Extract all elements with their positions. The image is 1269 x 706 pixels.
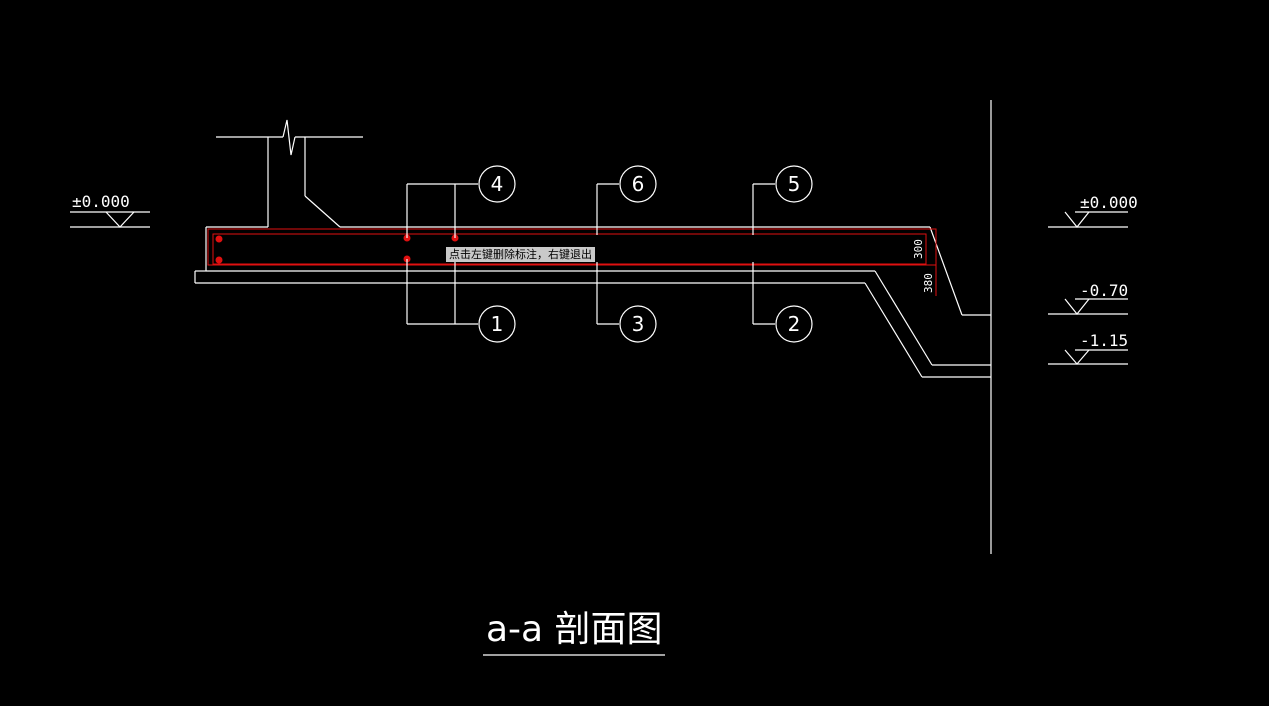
dimension-300: 300 xyxy=(912,239,925,259)
selected-dimension-highlight[interactable] xyxy=(207,228,937,296)
svg-text:5: 5 xyxy=(788,172,801,196)
callout-bubble-4[interactable]: 4 xyxy=(478,165,516,203)
elevation-marker-right-mid: -0.70 xyxy=(1048,281,1128,315)
svg-text:2: 2 xyxy=(788,312,801,336)
callout-bubble-3[interactable]: 3 xyxy=(619,305,657,343)
elevation-marker-right-low: -1.15 xyxy=(1048,331,1128,365)
rebar-dot[interactable] xyxy=(215,235,223,243)
svg-text:3: 3 xyxy=(632,312,645,336)
callout-bubble-2[interactable]: 2 xyxy=(775,305,813,343)
slab-outline xyxy=(194,226,991,378)
svg-text:-0.70: -0.70 xyxy=(1080,281,1128,300)
command-tooltip: 点击左键删除标注，右键退出 xyxy=(446,247,595,262)
callout-bubble-6[interactable]: 6 xyxy=(619,165,657,203)
callout-leaders xyxy=(406,183,775,325)
drawing-title: a-a 剖面图 xyxy=(486,609,663,650)
svg-text:-1.15: -1.15 xyxy=(1080,331,1128,350)
svg-text:±0.000: ±0.000 xyxy=(1080,193,1138,212)
elevation-marker-left: ±0.000 xyxy=(70,192,150,228)
callout-bubble-1[interactable]: 1 xyxy=(478,305,516,343)
elevation-marker-right-top: ±0.000 xyxy=(1048,193,1138,228)
svg-text:6: 6 xyxy=(632,172,645,196)
svg-text:4: 4 xyxy=(491,172,504,196)
wall-with-break-symbol xyxy=(216,119,363,228)
callout-bubble-5[interactable]: 5 xyxy=(775,165,813,203)
rebar-points[interactable] xyxy=(215,234,459,264)
svg-text:1: 1 xyxy=(491,312,504,336)
rebar-dot[interactable] xyxy=(215,256,223,264)
svg-text:±0.000: ±0.000 xyxy=(72,192,130,211)
dimension-380: 380 xyxy=(922,273,935,293)
